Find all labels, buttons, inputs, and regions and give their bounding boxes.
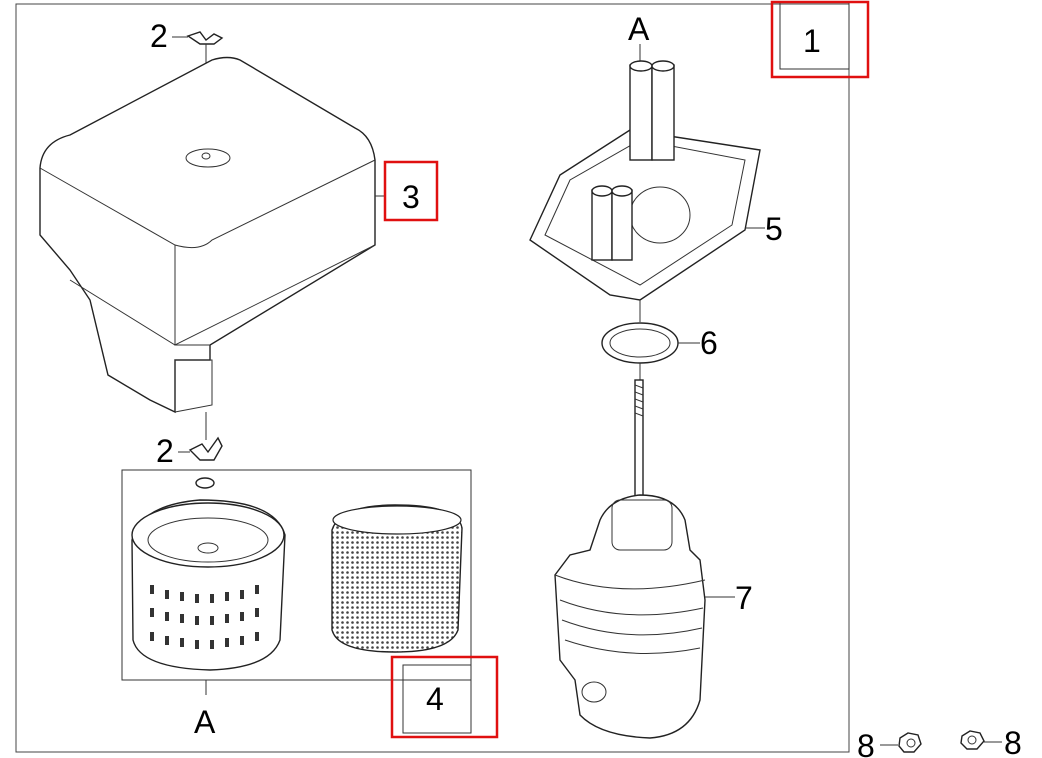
foam-pre-filter[interactable] — [331, 504, 463, 653]
reference-a-top: A — [628, 11, 650, 47]
gasket-ring[interactable] — [601, 322, 679, 364]
threaded-stud[interactable] — [634, 379, 644, 511]
callout-3[interactable]: 3 — [383, 160, 439, 222]
wing-nut-bottom[interactable] — [188, 436, 223, 461]
air-filter-cover[interactable] — [39, 56, 376, 414]
callout-5: 5 — [765, 211, 783, 247]
filter-assembly-frame — [121, 469, 472, 681]
hex-nut-left[interactable] — [898, 732, 922, 753]
callout-2-bottom: 2 — [156, 433, 174, 469]
reference-a-bottom: A — [194, 704, 216, 740]
callout-6: 6 — [700, 325, 718, 361]
diagram-frame — [15, 3, 850, 753]
svg-text:1: 1 — [803, 23, 821, 59]
callout-8-right: 8 — [1004, 725, 1022, 758]
paper-filter-element[interactable] — [131, 477, 286, 671]
callout-7: 7 — [735, 580, 753, 616]
hex-nut-right[interactable] — [960, 730, 985, 750]
highlight-box-3 — [383, 160, 439, 222]
callout-1[interactable]: 1 — [770, 0, 870, 79]
callout-4[interactable]: 4 — [390, 655, 499, 739]
svg-text:4: 4 — [426, 681, 444, 717]
highlight-box-4 — [390, 655, 499, 739]
svg-text:3: 3 — [402, 179, 420, 215]
air-filter-body[interactable] — [554, 494, 706, 739]
highlight-box-1 — [770, 0, 870, 79]
filter-base-plate[interactable] — [529, 60, 761, 301]
callout-2-top: 2 — [150, 18, 168, 54]
callout-8-left: 8 — [857, 728, 875, 758]
